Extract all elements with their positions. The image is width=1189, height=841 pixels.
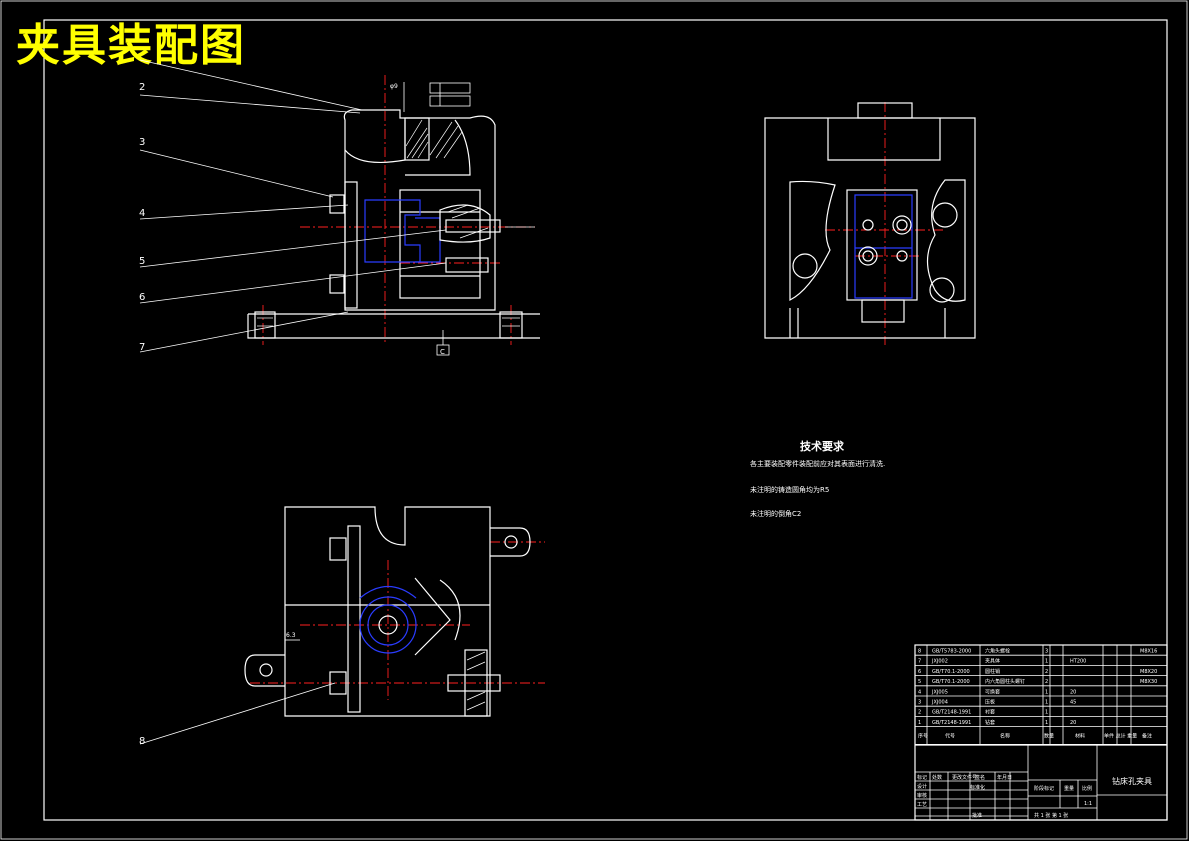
parts-row-no: 5	[918, 679, 921, 685]
parts-row-qty: 2	[1045, 679, 1048, 685]
leader-label-3: 3	[139, 137, 145, 148]
parts-row-qty: 1	[1045, 689, 1048, 695]
parts-row-qty: 3	[1045, 649, 1048, 655]
parts-row-name: 压板	[985, 699, 995, 706]
parts-header-no: 序号	[918, 733, 928, 740]
parts-row-no: 2	[918, 710, 921, 716]
parts-row-no: 6	[918, 669, 921, 675]
tech-req-heading: 技术要求	[800, 439, 845, 453]
datum-label: C	[440, 348, 445, 356]
title-block-row-1: 设计	[917, 783, 927, 790]
parts-row-no: 7	[918, 659, 921, 665]
tech-req-item-2: 未注明的铸造圆角均为R5	[750, 485, 829, 494]
parts-row-no: 1	[918, 720, 921, 726]
title-block-col-3: 年月日	[997, 774, 1012, 781]
title-block-col-0: 处数	[932, 774, 942, 781]
title-block-row-2: 审核	[917, 792, 927, 799]
parts-row-code: GB/T2148-1991	[932, 720, 971, 726]
stage-label: 阶段标记	[1034, 785, 1054, 792]
parts-row-code: JXJ004	[931, 700, 948, 706]
parts-row-qty: 1	[1045, 710, 1048, 716]
parts-row-material: HT200	[1070, 659, 1086, 665]
drawing-title: 夹具装配图	[16, 20, 246, 71]
tech-req-item-3: 未注明的倒角C2	[750, 509, 801, 518]
approve-label: 批准	[972, 812, 982, 819]
leader-label-6: 6	[139, 292, 145, 303]
parts-header-name: 名称	[1000, 733, 1010, 740]
parts-row-qty: 1	[1045, 659, 1048, 665]
parts-row-no: 4	[918, 689, 921, 695]
parts-row-code: GB/T5783-2000	[932, 649, 971, 655]
parts-header-note: 备注	[1142, 733, 1152, 740]
std-label: 标准化	[970, 784, 985, 791]
parts-row-no: 3	[918, 700, 921, 706]
dim-label-bottom: 6.3	[286, 632, 296, 639]
parts-row-code: GB/T70.1-2000	[932, 669, 970, 675]
leader-label-5: 5	[139, 256, 145, 267]
parts-row-code: JXJ005	[931, 689, 948, 695]
top-view: 6.3	[139, 506, 545, 745]
parts-row-material: 20	[1070, 720, 1076, 726]
tech-req-item-1: 各主要装配零件装配前应对其表面进行清洗.	[750, 459, 885, 468]
leader-label-8: 8	[139, 736, 145, 747]
title-block-col-1: 更改文件号	[952, 774, 977, 781]
parts-row-code: JXJ002	[931, 659, 948, 665]
parts-row-note: M8X16	[1140, 649, 1157, 655]
parts-row-name: 圆柱销	[985, 668, 1000, 675]
parts-row-qty: 1	[1045, 700, 1048, 706]
inner-border	[43, 19, 1168, 821]
parts-row-qty: 1	[1045, 720, 1048, 726]
parts-row-qty: 2	[1045, 669, 1048, 675]
leader-label-2: 2	[139, 82, 145, 93]
parts-row-note: M8X30	[1140, 679, 1157, 685]
leader-label-7: 7	[139, 342, 145, 353]
parts-row-name: 内六角圆柱头螺钉	[985, 678, 1025, 685]
parts-row-name: 可换套	[985, 688, 1000, 695]
parts-row-code: GB/T2148-1991	[932, 710, 971, 716]
parts-header-material: 材料	[1075, 733, 1085, 740]
parts-header-weight: 单件 总计 重量	[1104, 733, 1137, 740]
parts-row-material: 45	[1070, 700, 1076, 706]
sheet-text: 共 1 张 第 1 张	[1034, 812, 1068, 819]
parts-row-name: 夹具体	[985, 658, 1000, 665]
title-block-row-3: 工艺	[917, 802, 927, 808]
parts-header-code: 代号	[945, 733, 955, 740]
parts-row-no: 8	[918, 649, 921, 655]
part-title: 钻床孔夹具	[1112, 776, 1152, 786]
parts-row-name: 六角头螺栓	[985, 648, 1010, 655]
scale-value: 1:1	[1084, 801, 1092, 807]
technical-requirements: 技术要求 各主要装配零件装配前应对其表面进行清洗. 未注明的铸造圆角均为R5 未…	[750, 439, 885, 518]
title-block-row-0: 标记	[917, 774, 927, 781]
scale-label: 比例	[1082, 785, 1092, 792]
title-block-col-2: 签名	[975, 774, 985, 781]
parts-row-code: GB/T70.1-2000	[932, 679, 970, 685]
leader-label-4: 4	[139, 208, 145, 219]
parts-row-material: 20	[1070, 689, 1076, 695]
parts-header-qty: 数量	[1044, 733, 1054, 740]
parts-row-name: 衬套	[985, 709, 995, 716]
parts-row-name: 钻套	[985, 719, 995, 726]
front-view: C φ9	[139, 59, 540, 356]
dim-label-top: φ9	[390, 83, 398, 90]
side-view	[764, 102, 976, 345]
weight-label: 重量	[1064, 785, 1074, 792]
parts-row-note: M8X20	[1140, 669, 1157, 675]
